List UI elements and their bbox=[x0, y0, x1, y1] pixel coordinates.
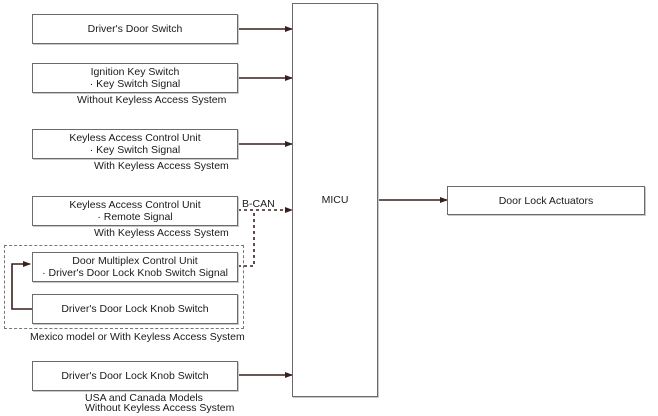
keyless-key-unit-title: Keyless Access Control Unit bbox=[69, 132, 201, 144]
ignition-condition-note: Without Keyless Access System bbox=[77, 94, 227, 106]
group-condition-note: Mexico model or With Keyless Access Syst… bbox=[30, 331, 245, 343]
mexico-keyless-group bbox=[4, 245, 244, 329]
knob-switch-group-box: Driver's Door Lock Knob Switch bbox=[32, 294, 238, 324]
keyless-remote-condition-note: With Keyless Access System bbox=[94, 227, 229, 239]
micu-label: MICU bbox=[321, 194, 349, 206]
knob-switch-usa-box: Driver's Door Lock Knob Switch bbox=[32, 361, 238, 391]
keyless-key-condition-note: With Keyless Access System bbox=[94, 160, 229, 172]
drivers-door-switch-label: Driver's Door Switch bbox=[87, 23, 183, 35]
door-lock-actuators-label: Door Lock Actuators bbox=[498, 194, 594, 207]
b-can-label: B-CAN bbox=[242, 198, 275, 210]
knob-switch-group-label: Driver's Door Lock Knob Switch bbox=[61, 303, 209, 315]
door-multiplex-unit-title: Door Multiplex Control Unit bbox=[72, 255, 198, 267]
keyless-remote-unit-signal: · Remote Signal bbox=[97, 211, 173, 223]
ignition-key-switch-signal: · Key Switch Signal bbox=[89, 78, 181, 90]
keyless-remote-unit-title: Keyless Access Control Unit bbox=[69, 199, 201, 211]
ignition-key-switch-box: Ignition Key Switch · Key Switch Signal bbox=[32, 63, 238, 93]
arrow-knob-to-multiplex bbox=[11, 261, 32, 310]
door-lock-actuators-box: Door Lock Actuators bbox=[447, 186, 645, 215]
micu-box: MICU bbox=[292, 3, 378, 397]
usa-condition-line2: Without Keyless Access System bbox=[85, 402, 235, 414]
drivers-door-switch-box: Driver's Door Switch bbox=[32, 14, 238, 44]
usa-condition-line1: USA and Canada Models bbox=[85, 392, 203, 404]
keyless-remote-unit-box: Keyless Access Control Unit · Remote Sig… bbox=[32, 196, 238, 226]
keyless-key-unit-signal: · Key Switch Signal bbox=[89, 144, 181, 156]
ignition-key-switch-title: Ignition Key Switch bbox=[90, 66, 180, 78]
door-multiplex-unit-signal: · Driver's Door Lock Knob Switch Signal bbox=[42, 267, 228, 279]
keyless-key-unit-box: Keyless Access Control Unit · Key Switch… bbox=[32, 129, 238, 159]
door-multiplex-unit-box: Door Multiplex Control Unit · Driver's D… bbox=[32, 252, 238, 282]
knob-switch-usa-label: Driver's Door Lock Knob Switch bbox=[61, 370, 209, 382]
